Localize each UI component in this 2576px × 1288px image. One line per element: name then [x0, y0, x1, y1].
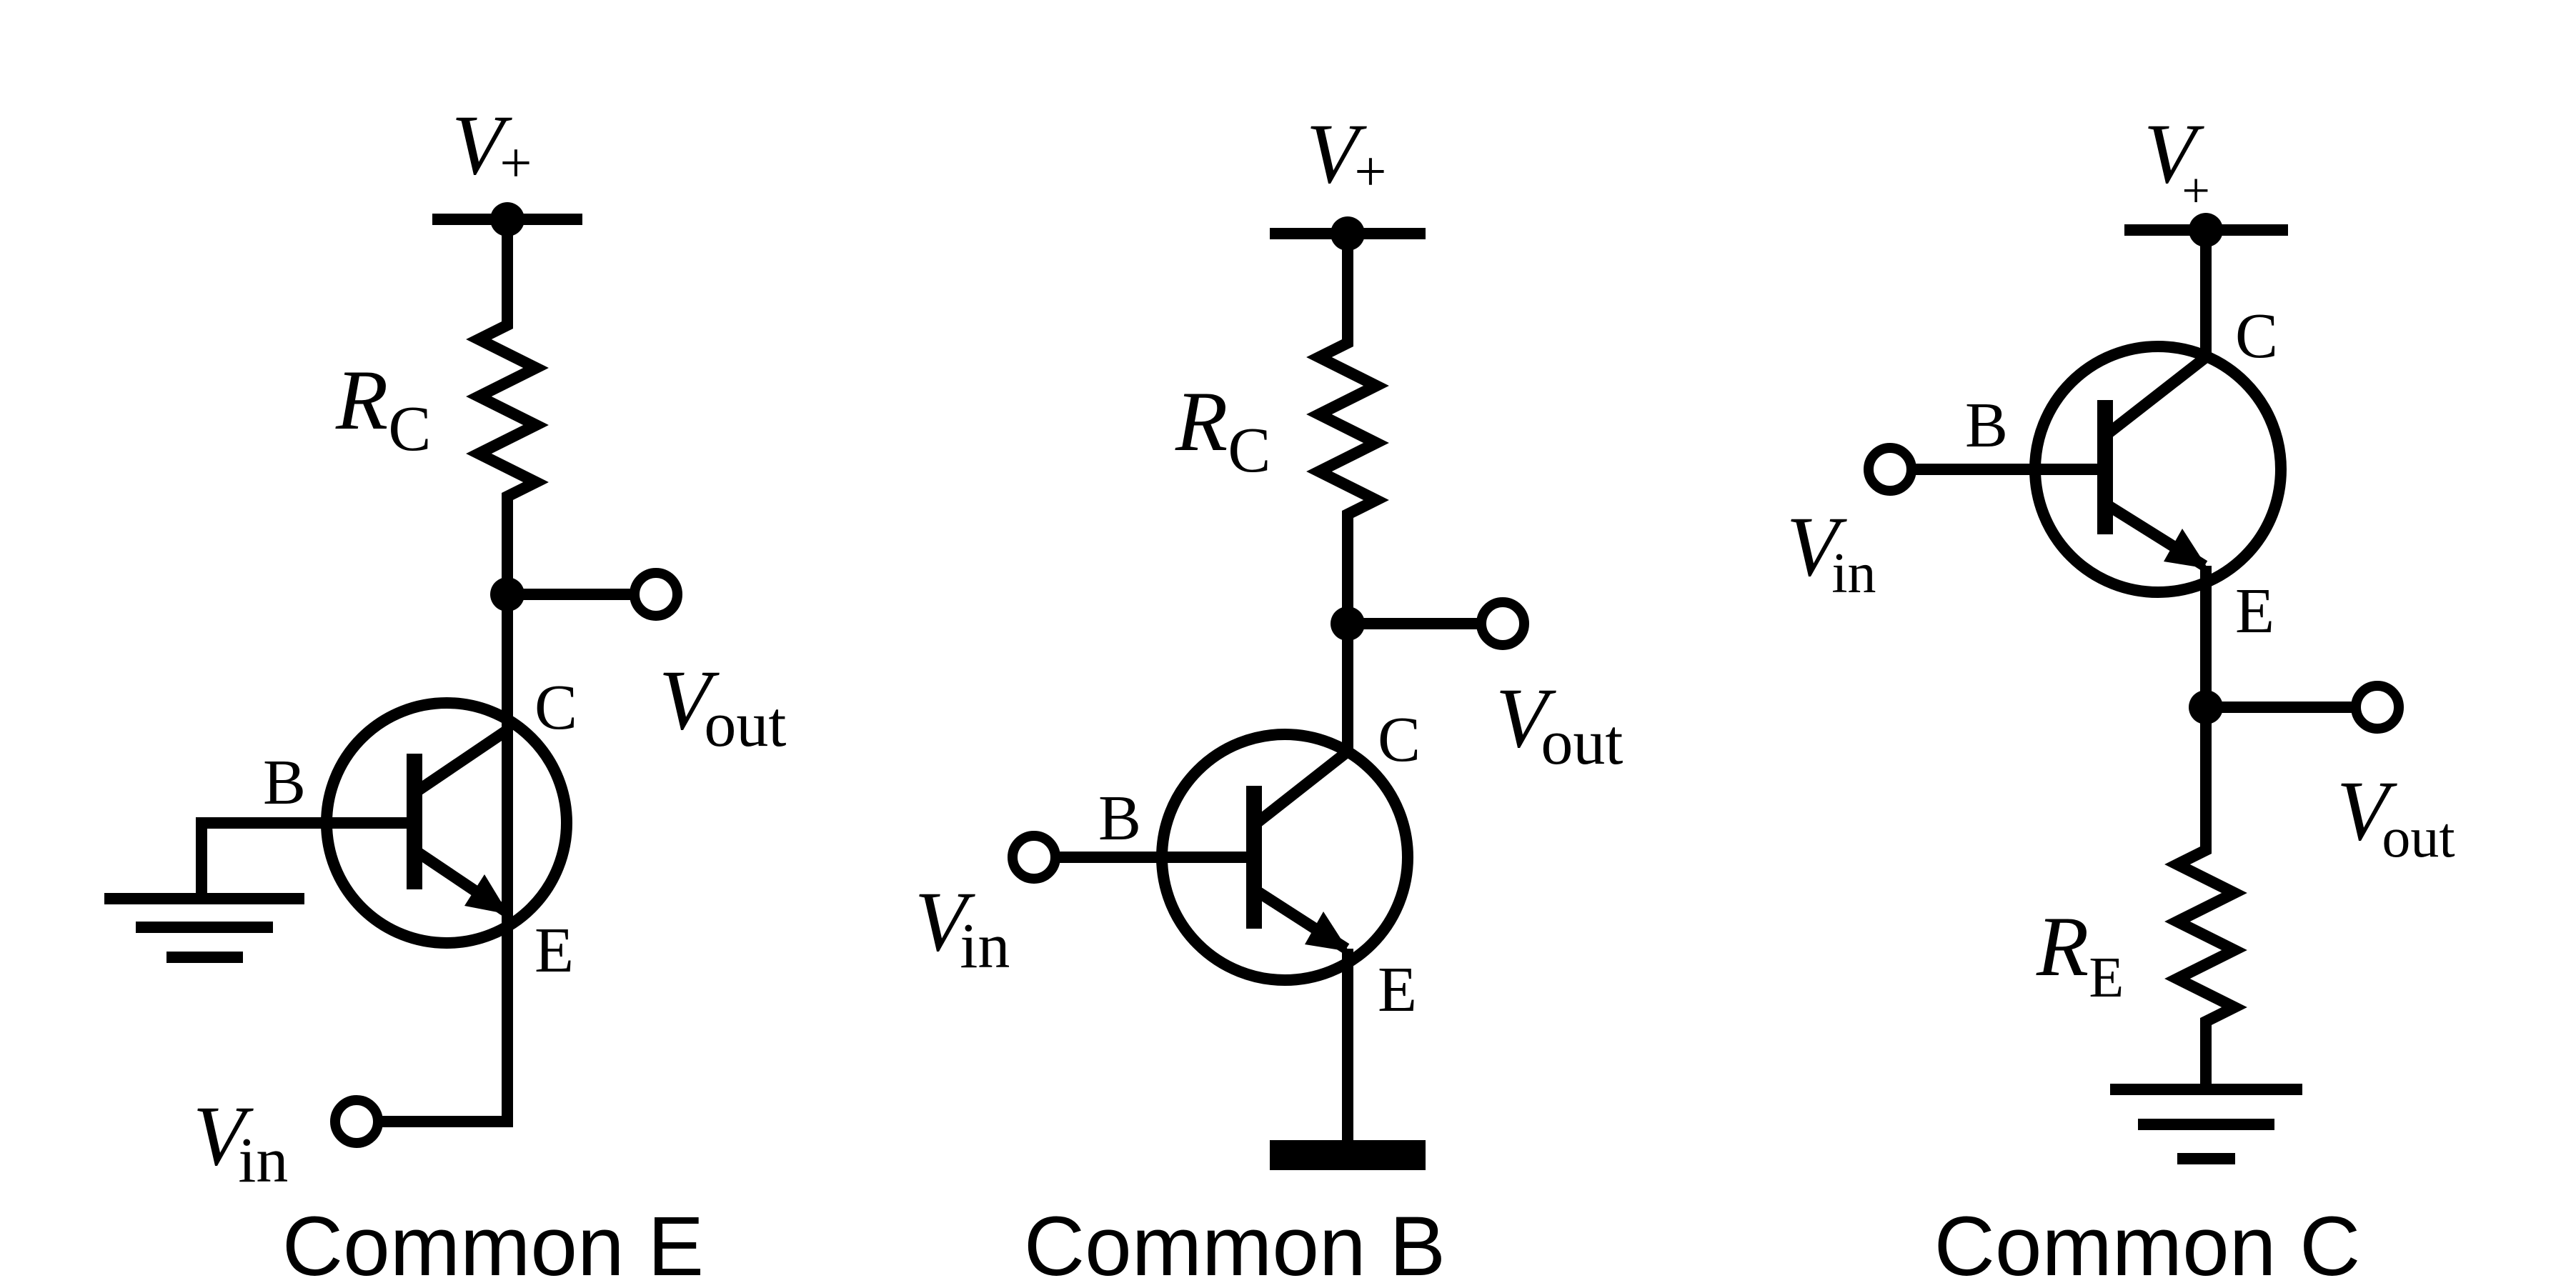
ce-collector-resistor: [359, 219, 549, 1127]
cb-input-terminal: [1008, 831, 1060, 884]
ce-resistor-label: RC: [335, 352, 431, 464]
ce-input-label: Vin: [193, 1088, 288, 1196]
ce-output-label: Vout: [659, 652, 786, 760]
common-base-circuit: V+ RC Vout Vin B C E Common B: [915, 106, 1623, 1288]
cc-caption: Common C: [1934, 1199, 2361, 1288]
cc-base-pin-label: B: [1965, 390, 2008, 461]
ce-ground-symbol: [104, 893, 304, 963]
ce-caption: Common E: [282, 1199, 704, 1288]
cb-emitter-arrow: [1305, 912, 1349, 952]
cc-input-terminal: [1864, 443, 1916, 496]
cb-output-label: Vout: [1496, 670, 1623, 778]
cb-collector-pin-label: C: [1378, 704, 1421, 775]
cc-emitter-pin-label: E: [2235, 576, 2274, 647]
cb-collector-lead: [1250, 747, 1351, 830]
ce-ground-wire: [196, 817, 330, 899]
cc-input-label: Vin: [1786, 499, 1876, 605]
ce-output-terminal: [630, 568, 682, 621]
cb-resistor-label: RC: [1175, 374, 1270, 486]
ce-base-pin-label: B: [263, 747, 306, 818]
ce-input-terminal: [330, 1095, 383, 1148]
cb-caption: Common B: [1024, 1199, 1446, 1288]
cc-emitter-resistor: [2164, 566, 2247, 1089]
cc-ground-symbol: [2110, 1084, 2302, 1164]
cc-emitter-arrow: [2164, 529, 2208, 569]
cb-supply-label: V+: [1306, 106, 1386, 204]
cc-output-terminal: [2351, 681, 2404, 734]
cb-collector-resistor: [1306, 234, 1389, 752]
cc-resistor-label: RE: [2036, 899, 2124, 1009]
ce-collector-pin-label: C: [534, 672, 577, 743]
ce-emitter-arrow: [464, 874, 509, 914]
ce-collector-lead: [411, 725, 511, 798]
cb-base-pin-label: B: [1098, 783, 1141, 854]
cb-input-label: Vin: [915, 874, 1010, 982]
ce-emitter-pin-label: E: [534, 915, 574, 986]
cc-collector-lead: [2102, 352, 2209, 441]
cb-output-terminal: [1476, 597, 1529, 650]
cb-ground-plate: [1270, 1140, 1426, 1170]
cc-supply-label: V+: [2144, 106, 2210, 219]
ce-supply-label: V+: [452, 97, 532, 195]
cc-output-label: Vout: [2337, 763, 2455, 869]
common-emitter-circuit: V+ RC Vout Vin B C E Common E: [104, 97, 786, 1288]
common-collector-circuit: V+ RE Vout Vin B C E Common C: [1786, 106, 2455, 1288]
cb-emitter-pin-label: E: [1378, 954, 1417, 1025]
cc-collector-pin-label: C: [2235, 301, 2278, 371]
